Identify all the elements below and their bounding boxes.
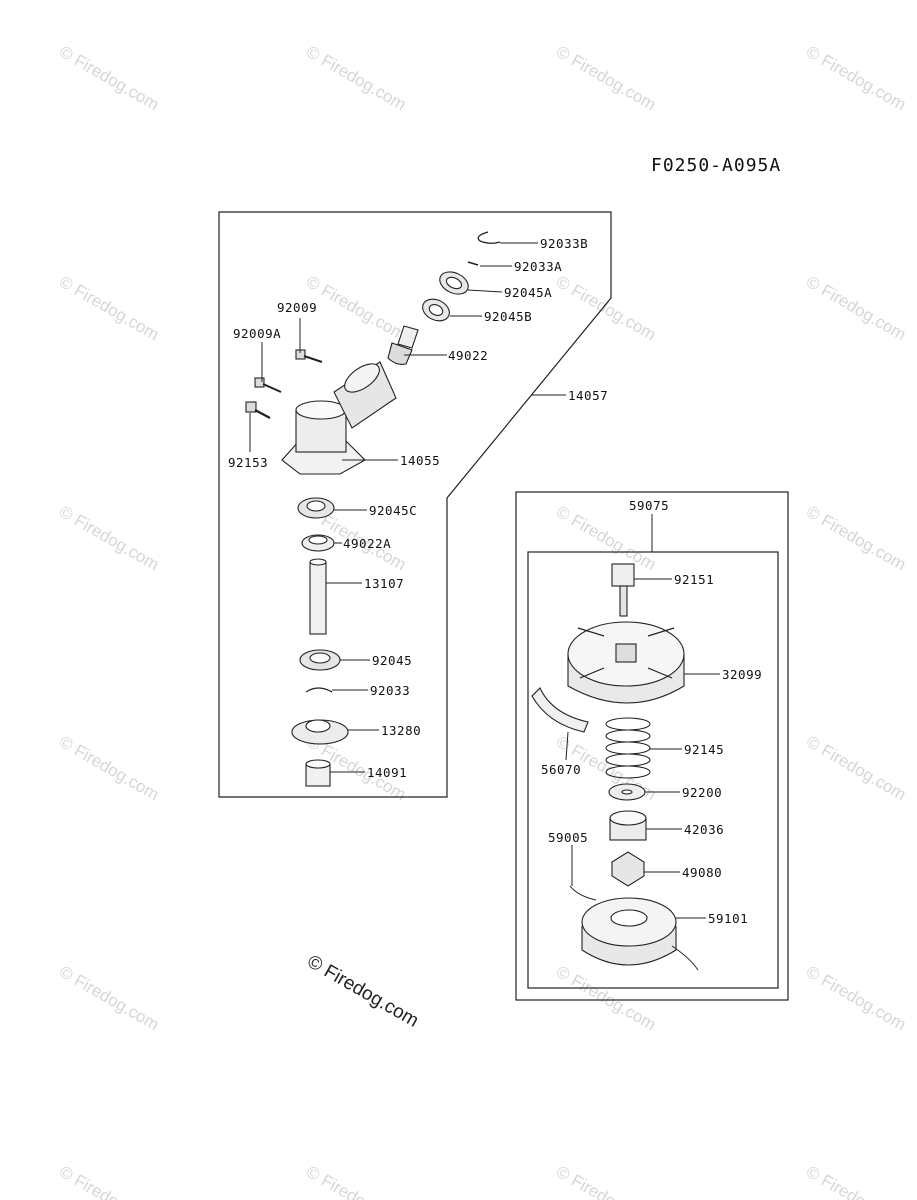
part-label[interactable]: 49022 bbox=[448, 348, 488, 363]
washer-92200-drawing bbox=[608, 783, 646, 801]
watermark: © Firedog.com bbox=[56, 962, 162, 1034]
watermark: © Firedog.com bbox=[553, 1162, 659, 1200]
cutter-head-inner-frame bbox=[527, 551, 779, 989]
part-label[interactable]: 56070 bbox=[541, 762, 581, 777]
spool-cover-32099-drawing bbox=[567, 621, 685, 704]
shaft-13107-drawing bbox=[309, 558, 327, 635]
part-label[interactable]: 14057 bbox=[568, 388, 608, 403]
part-label[interactable]: 92145 bbox=[684, 742, 724, 757]
part-label[interactable]: 49022A bbox=[343, 536, 391, 551]
gear-49022A-drawing bbox=[301, 534, 335, 552]
watermark-grid: © Firedog.com © Firedog.com © Firedog.co… bbox=[56, 42, 909, 1200]
part-label[interactable]: 92045A bbox=[504, 285, 552, 300]
bolt-92153-drawing bbox=[245, 401, 271, 419]
part-label[interactable]: 92153 bbox=[228, 455, 268, 470]
gear-49022-drawing bbox=[387, 325, 419, 365]
watermark: © Firedog.com bbox=[803, 42, 909, 114]
bearing-92045A-drawing bbox=[439, 271, 469, 295]
watermark: © Firedog.com bbox=[56, 42, 162, 114]
watermark: © Firedog.com bbox=[56, 732, 162, 804]
part-label[interactable]: 92009 bbox=[277, 300, 317, 315]
part-label[interactable]: 92045B bbox=[484, 309, 532, 324]
watermark: © Firedog.com bbox=[803, 272, 909, 344]
bolt-92151-drawing bbox=[611, 563, 635, 617]
leader-lines-right bbox=[565, 514, 720, 919]
part-label[interactable]: 49080 bbox=[682, 865, 722, 880]
part-label[interactable]: 32099 bbox=[722, 667, 762, 682]
part-label[interactable]: 92151 bbox=[674, 572, 714, 587]
watermark: © Firedog.com bbox=[303, 42, 409, 114]
part-label[interactable]: 92009A bbox=[233, 326, 281, 341]
part-label[interactable]: 59075 bbox=[629, 498, 669, 513]
gear-case-group-frame bbox=[218, 211, 612, 798]
watermark: © Firedog.com bbox=[56, 1162, 162, 1200]
watermark: © Firedog.com bbox=[803, 502, 909, 574]
watermark: © Firedog.com bbox=[803, 1162, 909, 1200]
part-label[interactable]: 92033A bbox=[514, 259, 562, 274]
circlip-92033-drawing bbox=[305, 687, 333, 693]
watermark: © Firedog.com bbox=[56, 502, 162, 574]
watermark: © Firedog.com bbox=[553, 42, 659, 114]
part-label[interactable]: 59101 bbox=[708, 911, 748, 926]
holder-13280-drawing bbox=[291, 719, 349, 745]
part-label[interactable]: 92045C bbox=[369, 503, 417, 518]
bolt-92009A-drawing bbox=[254, 377, 282, 393]
part-label[interactable]: 14091 bbox=[367, 765, 407, 780]
watermark: © Firedog.com bbox=[803, 732, 909, 804]
collar-14091-drawing bbox=[305, 759, 331, 787]
spool-59101-drawing bbox=[569, 885, 699, 971]
spacer-49080-drawing bbox=[611, 851, 645, 887]
watermark: © Firedog.com bbox=[56, 272, 162, 344]
part-label[interactable]: 42036 bbox=[684, 822, 724, 837]
part-label[interactable]: 92200 bbox=[682, 785, 722, 800]
leader-lines-left bbox=[249, 242, 566, 773]
part-label[interactable]: 92033B bbox=[540, 236, 588, 251]
cutter-head-outer-frame bbox=[515, 491, 789, 1001]
part-label[interactable]: 14055 bbox=[400, 453, 440, 468]
part-label[interactable]: 13280 bbox=[381, 723, 421, 738]
watermark: © Firedog.com bbox=[303, 1162, 409, 1200]
gear-case-14055-drawing bbox=[281, 361, 397, 475]
diagram-code: F0250-A095A bbox=[651, 155, 781, 176]
part-label[interactable]: 59005 bbox=[548, 830, 588, 845]
part-label[interactable]: 92045 bbox=[372, 653, 412, 668]
firedog-watermark: © Firedog.com bbox=[304, 951, 423, 1032]
pin-92033A-drawing bbox=[467, 261, 479, 266]
spring-92145-drawing bbox=[605, 717, 651, 779]
bearing-92045C-drawing bbox=[297, 497, 335, 519]
part-label[interactable]: 13107 bbox=[364, 576, 404, 591]
watermark: © Firedog.com bbox=[553, 962, 659, 1034]
bearing-92045-drawing bbox=[299, 649, 341, 671]
part-label[interactable]: 92033 bbox=[370, 683, 410, 698]
watermark: © Firedog.com bbox=[553, 272, 659, 344]
circlip-92033B-drawing bbox=[477, 231, 501, 244]
watermark: © Firedog.com bbox=[803, 962, 909, 1034]
bearing-92045B-drawing bbox=[422, 298, 450, 322]
nut-42036-drawing bbox=[609, 810, 647, 841]
line-56070-drawing bbox=[531, 687, 589, 733]
watermark: © Firedog.com bbox=[303, 272, 409, 344]
